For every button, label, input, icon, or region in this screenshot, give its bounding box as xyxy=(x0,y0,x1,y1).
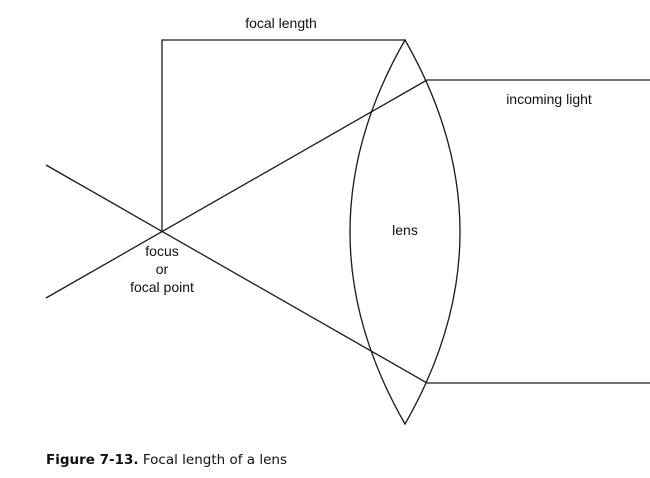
focus-label-line1: focus xyxy=(145,243,178,259)
focus-label-line2: or xyxy=(156,261,169,277)
lens-outline xyxy=(349,38,461,426)
lens-label: lens xyxy=(392,222,418,238)
figure-number: Figure 7-13. xyxy=(46,452,139,468)
focal-length-bracket xyxy=(161,39,405,232)
incoming-light-label: incoming light xyxy=(506,91,592,107)
figure-title: Focal length of a lens xyxy=(142,452,287,468)
refracted-ray-top xyxy=(45,79,428,299)
focal-length-label: focal length xyxy=(245,15,317,31)
refracted-ray-bottom xyxy=(45,164,428,384)
focus-label-line3: focal point xyxy=(130,279,194,295)
figure-caption: Figure 7-13. Focal length of a lens xyxy=(46,452,287,468)
